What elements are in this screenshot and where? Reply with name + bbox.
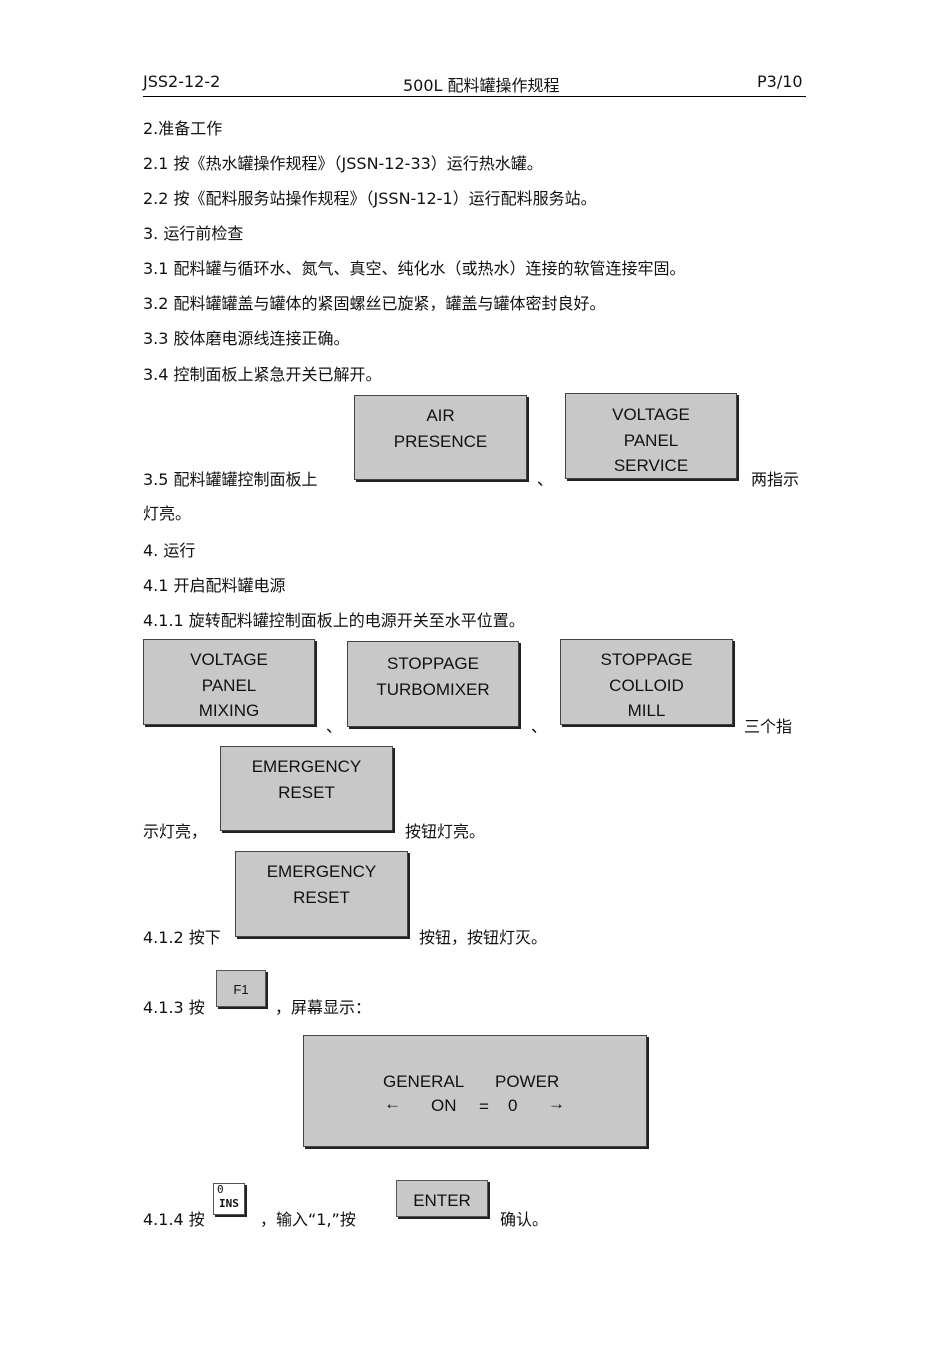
step-4-1-1-suffix: 三个指 [744, 717, 793, 736]
section-2-heading: 2.准备工作 [143, 119, 223, 138]
right-arrow-icon: → [548, 1094, 565, 1113]
step-4-1-4-text: 4.1.4 按 [143, 1210, 205, 1229]
indicator-label: TURBOMIXER [376, 679, 490, 699]
separator: 、 [531, 717, 548, 736]
step-4-1-1-continuation: 示灯亮， [143, 822, 208, 841]
step-3-5-text: 3.5 配料罐罐控制面板上 [143, 470, 318, 489]
doc-title: 500L 配料罐操作规程 [403, 76, 560, 95]
page-number: P3/10 [757, 72, 803, 91]
doc-code: JSS2-12-2 [143, 72, 221, 91]
step-3-1: 3.1 配料罐与循环水、氮气、真空、纯化水（或热水）连接的软管连接牢固。 [143, 259, 686, 278]
step-3-4: 3.4 控制面板上紧急开关已解开。 [143, 365, 382, 384]
indicator-label: VOLTAGE [612, 405, 690, 424]
step-4-1-2-suffix: 按钮，按钮灯灭。 [419, 928, 548, 947]
separator: 、 [537, 470, 554, 489]
emergency-reset-button-lit[interactable]: EMERGENCY RESET [220, 746, 393, 831]
indicator-label: SERVICE [613, 456, 689, 475]
step-3-2: 3.2 配料罐罐盖与罐体的紧固螺丝已旋紧，罐盖与罐体密封良好。 [143, 294, 606, 313]
screen-label-general: GENERAL [383, 1072, 465, 1091]
indicator-label: PRESENCE [393, 431, 488, 451]
screen-value: 0 [508, 1096, 518, 1115]
button-label: RESET [278, 782, 335, 802]
step-4-1-4-suffix: 确认。 [500, 1210, 549, 1229]
screen-equals: = [479, 1097, 489, 1116]
indicator-label: MIXING [198, 701, 260, 720]
header-rule [143, 96, 806, 97]
step-4-1-4-middle: ，输入“1,”按 [260, 1210, 356, 1229]
button-label: RESET [293, 887, 350, 907]
button-label: EMERGENCY [251, 757, 362, 776]
separator: 、 [326, 717, 343, 736]
indicator-label: COLLOID [609, 675, 684, 695]
step-4-1: 4.1 开启配料罐电源 [143, 576, 286, 595]
indicator-label: MILL [627, 701, 666, 720]
button-label: EMERGENCY [266, 862, 377, 881]
step-4-1-2-text: 4.1.2 按下 [143, 928, 221, 947]
stoppage-turbomixer-indicator: STOPPAGE TURBOMIXER [347, 641, 519, 727]
step-2-1: 2.1 按《热水罐操作规程》（JSSN-12-33）运行热水罐。 [143, 154, 543, 173]
step-3-3: 3.3 胶体磨电源线连接正确。 [143, 329, 350, 348]
indicator-label: STOPPAGE [600, 650, 693, 669]
left-arrow-icon: ← [384, 1094, 401, 1113]
display-screen: GENERAL POWER ← ON = 0 → [303, 1035, 647, 1147]
screen-label-power: POWER [495, 1072, 560, 1091]
section-4-heading: 4. 运行 [143, 541, 196, 560]
ins-key-top-label: 0 [217, 1183, 224, 1196]
indicator-label: AIR [426, 406, 455, 425]
step-4-1-1-end: 按钮灯亮。 [405, 822, 486, 841]
enter-key[interactable]: ENTER [396, 1180, 488, 1217]
f1-key[interactable]: F1 [216, 970, 266, 1007]
ins-key[interactable]: 0 INS [213, 1183, 245, 1215]
stoppage-colloid-mill-indicator: STOPPAGE COLLOID MILL [560, 639, 733, 725]
step-3-5-continuation: 灯亮。 [143, 504, 192, 523]
indicator-label: STOPPAGE [387, 654, 479, 673]
indicator-label: PANEL [201, 675, 257, 695]
section-3-heading: 3. 运行前检查 [143, 224, 244, 243]
ins-key-label: INS [219, 1197, 239, 1210]
voltage-panel-mixing-indicator: VOLTAGE PANEL MIXING [143, 639, 315, 725]
air-presence-indicator: AIR PRESENCE [354, 395, 527, 480]
step-3-5-suffix: 两指示 [751, 470, 800, 489]
step-4-1-3-text: 4.1.3 按 [143, 998, 205, 1017]
step-4-1-1: 4.1.1 旋转配料罐控制面板上的电源开关至水平位置。 [143, 611, 525, 630]
step-4-1-3-suffix: ，屏幕显示： [275, 998, 372, 1017]
voltage-panel-service-indicator: VOLTAGE PANEL SERVICE [565, 393, 737, 479]
indicator-label: PANEL [623, 430, 679, 450]
screen-on-label: ON [431, 1096, 457, 1115]
emergency-reset-button[interactable]: EMERGENCY RESET [235, 851, 408, 937]
indicator-label: VOLTAGE [190, 650, 268, 669]
step-2-2: 2.2 按《配料服务站操作规程》（JSSN-12-1）运行配料服务站。 [143, 189, 597, 208]
